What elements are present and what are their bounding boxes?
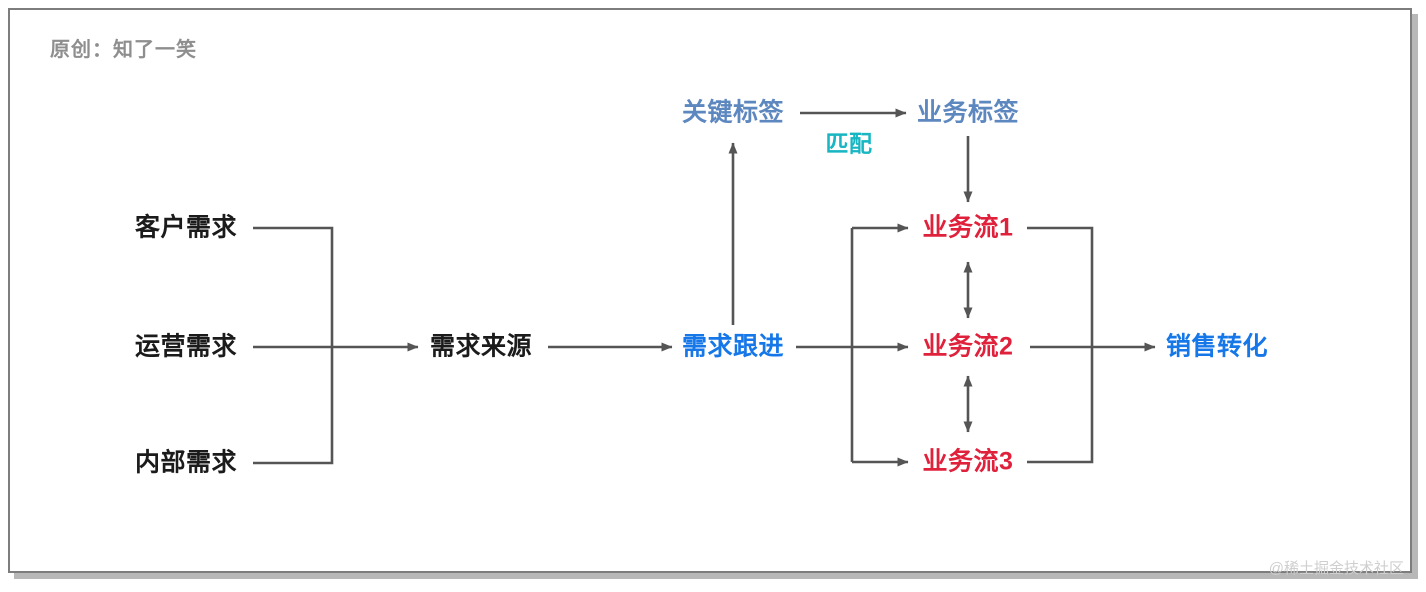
edge-right-bracket	[1027, 226, 1094, 464]
node-business-flow-3[interactable]: 业务流3	[922, 447, 1014, 476]
credit-text: 原创：知了一笑	[50, 39, 197, 61]
edge-left-bracket	[253, 226, 334, 465]
node-operation-demand[interactable]: 运营需求	[134, 332, 238, 361]
node-key-tag[interactable]: 关键标签	[681, 98, 785, 127]
node-demand-followup[interactable]: 需求跟进	[681, 332, 785, 361]
node-customer-demand[interactable]: 客户需求	[134, 213, 238, 242]
node-sales-conversion[interactable]: 销售转化	[1165, 332, 1269, 361]
node-internal-demand[interactable]: 内部需求	[134, 448, 238, 477]
node-business-flow-2[interactable]: 业务流2	[922, 332, 1014, 361]
node-business-flow-1[interactable]: 业务流1	[922, 213, 1014, 242]
watermark-text: @稀土掘金技术社区	[1268, 560, 1404, 577]
image-frame	[8, 8, 1412, 573]
node-demand-source[interactable]: 需求来源	[429, 332, 533, 361]
edge-label-match: 匹配	[825, 130, 873, 157]
node-business-tag[interactable]: 业务标签	[916, 98, 1020, 127]
